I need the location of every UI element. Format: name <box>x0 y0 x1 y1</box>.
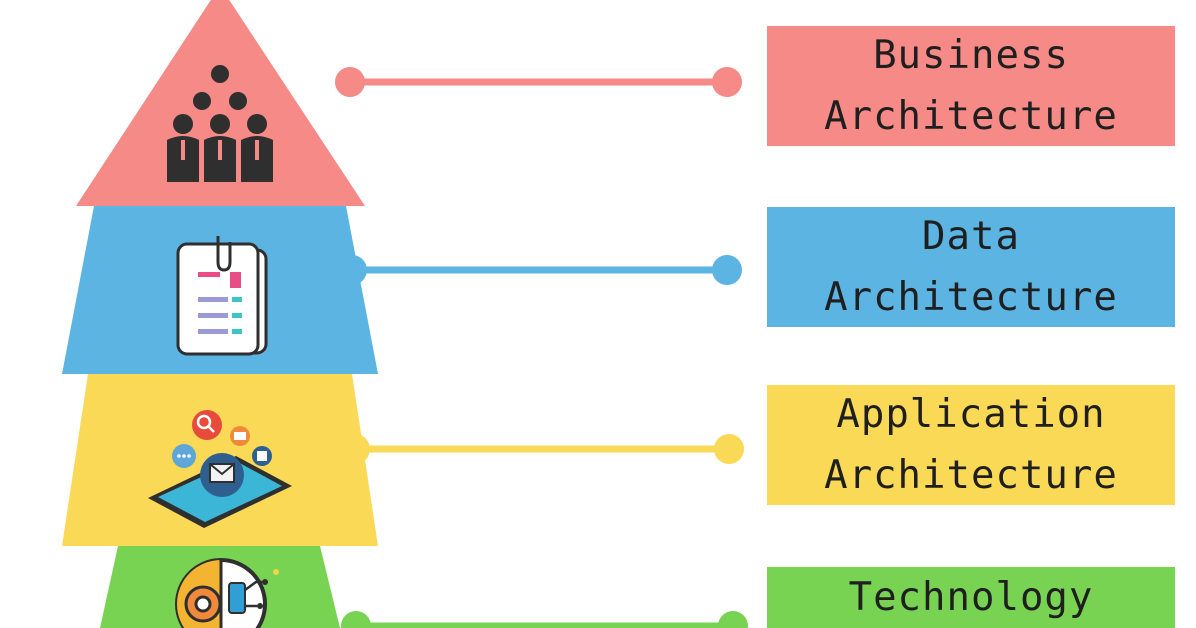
application-architecture-label: Application Architecture <box>767 385 1175 505</box>
technology-label-box-bg <box>767 567 1175 628</box>
data-label-line2: Architecture <box>824 275 1118 320</box>
document-list-icon <box>176 236 268 356</box>
gear-circuit-icon <box>175 558 279 628</box>
technology-connector <box>341 611 748 628</box>
business-label-box-bg <box>767 26 1175 146</box>
data-label-box-bg <box>767 207 1175 327</box>
business-connector <box>335 67 742 97</box>
business-architecture-label: Business Architecture <box>767 26 1175 146</box>
tablet-apps-icon <box>148 410 292 528</box>
data-architecture-label: Data Architecture <box>767 207 1175 327</box>
application-label-box-bg <box>767 385 1175 505</box>
business-label-line1: Business <box>873 33 1069 78</box>
business-label-line2: Architecture <box>824 94 1118 139</box>
application-label-line1: Application <box>836 392 1106 437</box>
technology-architecture-label: Technology <box>767 567 1175 628</box>
data-connector <box>337 255 742 285</box>
people-group-icon <box>167 65 273 182</box>
technology-label-line1: Technology <box>848 575 1094 620</box>
business-layer-triangle <box>76 0 365 206</box>
data-label-line1: Data <box>922 214 1020 259</box>
application-label-line2: Architecture <box>824 453 1118 498</box>
application-connector <box>340 434 744 464</box>
